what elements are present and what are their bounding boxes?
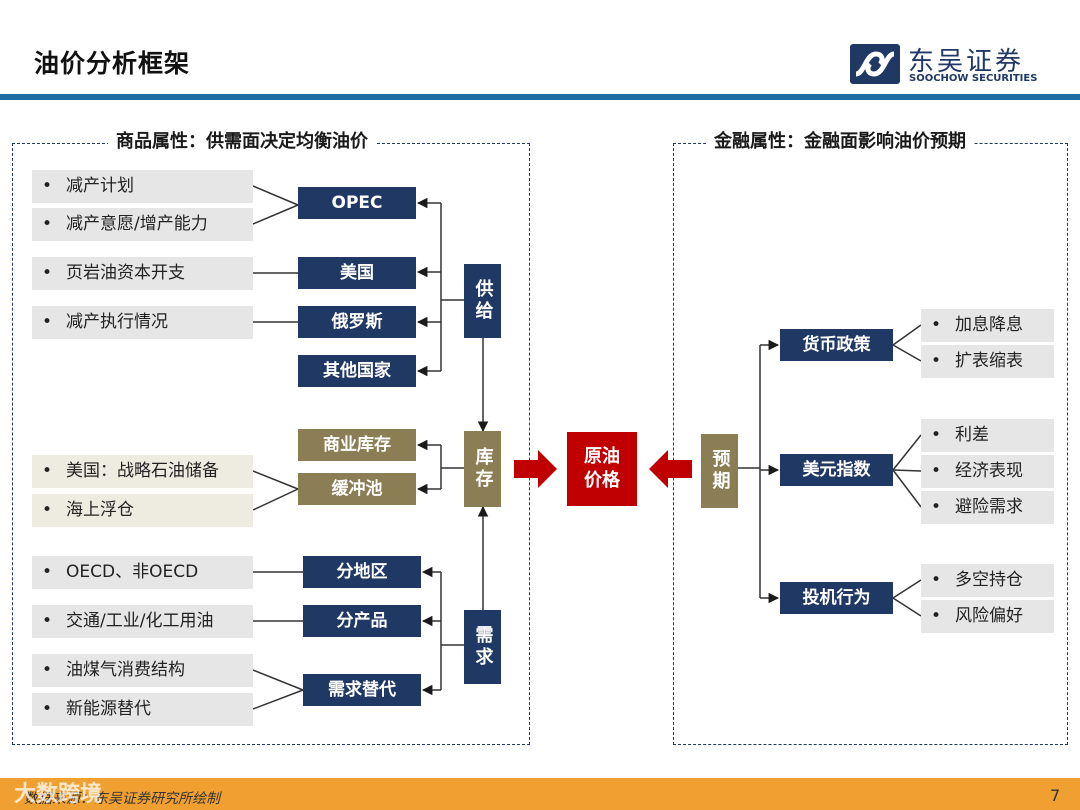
demand-item: •OECD、非OECD xyxy=(32,556,253,589)
inventory-item: •海上浮仓 xyxy=(32,494,253,527)
arrow-left-red-icon xyxy=(649,450,692,488)
soochow-logo-icon xyxy=(850,44,900,84)
demand-box: 需求 xyxy=(464,610,501,684)
supply-item: •减产意愿/增产能力 xyxy=(32,208,253,241)
price-label: 价格 xyxy=(584,470,620,491)
node-monetary-policy: 货币政策 xyxy=(780,329,893,361)
crude-oil-label: 原油 xyxy=(584,446,620,467)
node-speculation: 投机行为 xyxy=(780,582,893,614)
arrow-right-red-icon xyxy=(514,450,557,488)
node-buffer-pool: 缓冲池 xyxy=(298,473,416,505)
node-by-product: 分产品 xyxy=(303,605,421,637)
expectation-box: 预期 xyxy=(701,434,738,508)
finance-item: •扩表缩表 xyxy=(921,345,1054,378)
finance-item: •多空持仓 xyxy=(921,564,1054,597)
node-by-region: 分地区 xyxy=(303,556,421,588)
node-usa: 美国 xyxy=(298,257,416,289)
inventory-box: 库存 xyxy=(464,431,501,507)
finance-item: •经济表现 xyxy=(921,455,1054,488)
inventory-item: •美国：战略石油储备 xyxy=(32,455,253,488)
finance-item: •避险需求 xyxy=(921,491,1054,524)
crude-oil-price-box: 原油 价格 xyxy=(567,432,637,506)
node-commercial-inventory: 商业库存 xyxy=(298,429,416,461)
logo-text-en: SOOCHOW SECURITIES xyxy=(909,73,1038,84)
watermark: 大数跨境 xyxy=(14,782,103,807)
finance-item: •风险偏好 xyxy=(921,600,1054,633)
supply-item: •减产计划 xyxy=(32,170,253,203)
node-dollar-index: 美元指数 xyxy=(780,454,893,486)
demand-item: •新能源替代 xyxy=(32,693,253,726)
header-divider xyxy=(0,94,1080,100)
finance-item: •利差 xyxy=(921,419,1054,452)
supply-box: 供给 xyxy=(464,264,501,338)
page-number: 7 xyxy=(1050,786,1061,805)
demand-item: •交通/工业/化工用油 xyxy=(32,605,253,638)
supply-item: •减产执行情况 xyxy=(32,306,253,339)
footer-bar xyxy=(0,778,1080,810)
supply-item: •页岩油资本开支 xyxy=(32,257,253,290)
data-source: 数据来源：东吴证券研究所绘制 xyxy=(24,791,220,807)
logo-text-cn: 东吴证券 xyxy=(908,47,1025,77)
node-demand-substitution: 需求替代 xyxy=(303,674,421,706)
finance-item: •加息降息 xyxy=(921,309,1054,342)
right-section-title: 金融属性：金融面影响油价预期 xyxy=(706,131,974,153)
company-logo: 东吴证券 SOOCHOW SECURITIES xyxy=(850,42,1055,88)
node-russia: 俄罗斯 xyxy=(298,306,416,338)
page-title: 油价分析框架 xyxy=(34,49,191,78)
node-opec: OPEC xyxy=(298,187,416,219)
node-other-countries: 其他国家 xyxy=(298,355,416,387)
demand-item: •油煤气消费结构 xyxy=(32,654,253,687)
left-section-title: 商品属性：供需面决定均衡油价 xyxy=(108,131,376,153)
